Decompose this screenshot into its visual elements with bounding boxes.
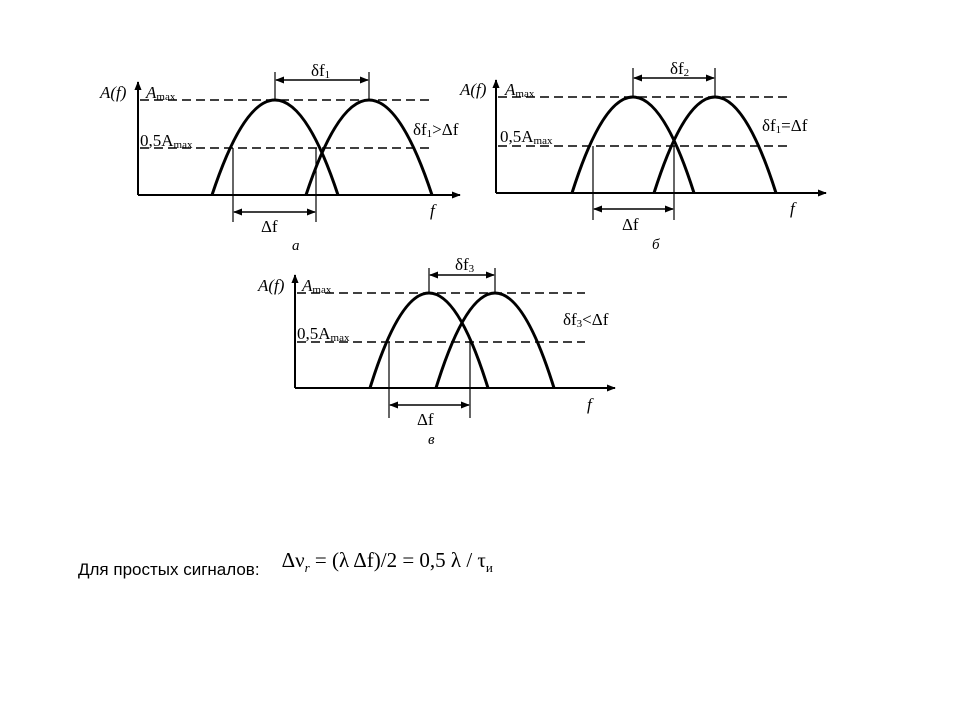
formula-lhs-sub: r bbox=[304, 560, 310, 576]
amax-label: Amax bbox=[145, 83, 176, 103]
formula-lhs: Δν bbox=[281, 548, 305, 572]
delta-label: δf3 bbox=[455, 255, 475, 275]
bandwidth-label: Δf bbox=[622, 215, 639, 234]
amax-label: Amax bbox=[301, 276, 332, 296]
delta-label: δf2 bbox=[670, 59, 689, 79]
curve-right bbox=[652, 95, 778, 194]
resolution-formula: Δνr = (λ Δf)/2 = 0,5 λ / τи bbox=[282, 548, 493, 576]
formula-rhs-sub: и bbox=[485, 560, 493, 576]
formula-rhs: = (λ Δf)/2 = 0,5 λ / τ bbox=[309, 548, 486, 572]
y-axis-label: A(f) bbox=[459, 80, 487, 99]
footer: Для простых сигналов: Δνr = (λ Δf)/2 = 0… bbox=[78, 548, 493, 588]
panel-a: A(f) Amax 0,5Amax δf1 δf1>Δf f Δf а bbox=[99, 61, 461, 254]
panel-b: A(f) Amax 0,5Amax δf2 δf1=Δf f Δf б bbox=[459, 59, 827, 253]
half-max-label: 0,5Amax bbox=[140, 131, 193, 151]
half-max-label: 0,5Amax bbox=[500, 127, 553, 147]
half-max-label: 0,5Amax bbox=[297, 324, 350, 344]
delta-label: δf1 bbox=[311, 61, 330, 81]
bandwidth-label: Δf bbox=[261, 217, 278, 236]
footer-label: Для простых сигналов: bbox=[78, 560, 260, 579]
panel-caption: а bbox=[292, 238, 300, 254]
panel-caption: в bbox=[428, 432, 435, 448]
x-axis-label: f bbox=[430, 201, 437, 220]
bandwidth-label: Δf bbox=[417, 410, 434, 429]
x-axis-label: f bbox=[790, 199, 797, 218]
curve-left bbox=[570, 95, 696, 194]
curve-right bbox=[434, 291, 556, 389]
panel-v: A(f) Amax 0,5Amax δf3 δf3<Δf f Δf в bbox=[257, 255, 616, 448]
relation-label: δf1=Δf bbox=[762, 116, 808, 136]
relation-label: δf3<Δf bbox=[563, 310, 609, 330]
panel-caption: б bbox=[652, 237, 660, 253]
y-axis-label: A(f) bbox=[99, 83, 127, 102]
y-axis-label: A(f) bbox=[257, 276, 285, 295]
relation-label: δf1>Δf bbox=[413, 120, 459, 140]
x-axis-label: f bbox=[587, 395, 594, 414]
amax-label: Amax bbox=[504, 80, 535, 100]
